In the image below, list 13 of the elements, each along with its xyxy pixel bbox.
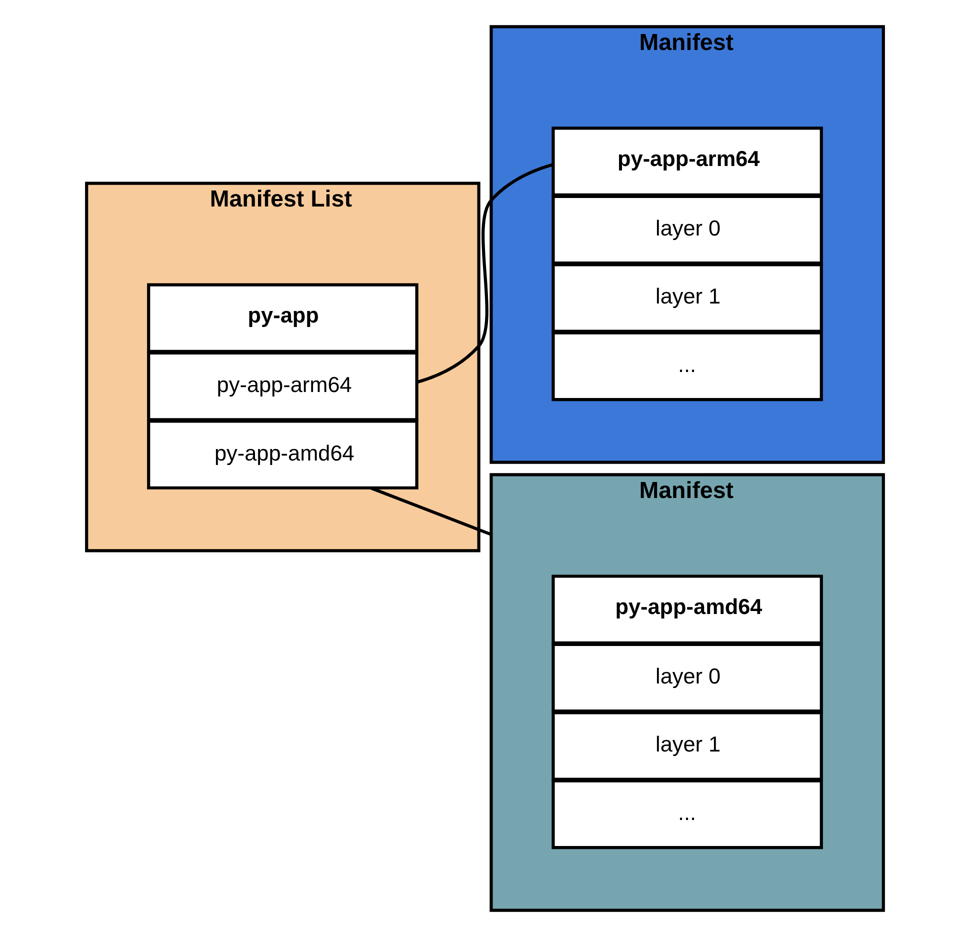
connector (370, 486, 492, 536)
node-box: py-app-arm64 (146, 351, 418, 422)
node-box: layer 0 (551, 194, 822, 265)
node-box: py-app-amd64 (551, 574, 822, 644)
connector (416, 163, 553, 384)
node-box: py-app-amd64 (146, 420, 418, 490)
node-box: layer 0 (551, 642, 822, 713)
node-box: layer 1 (551, 711, 822, 781)
node-box: ... (551, 779, 822, 850)
node-box: layer 1 (551, 263, 822, 333)
node-box: ... (551, 331, 822, 402)
node-box: py-app (146, 283, 418, 353)
node-box: py-app-arm64 (551, 126, 822, 196)
